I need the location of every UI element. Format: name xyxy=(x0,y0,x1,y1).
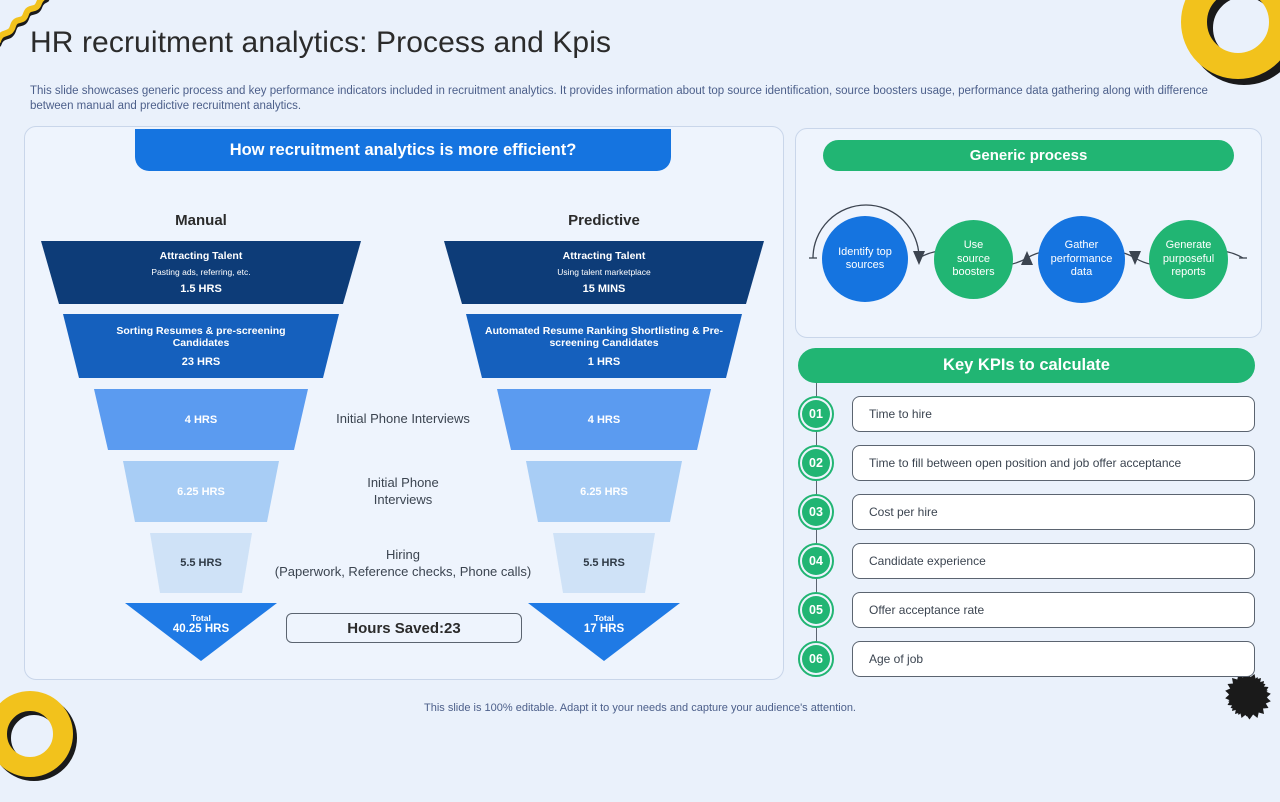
manual-total: Total 40.25 HRS xyxy=(125,603,277,643)
kpi-label-5[interactable]: Offer acceptance rate xyxy=(852,592,1255,628)
predictive-stage-4: 6.25 HRS xyxy=(526,461,682,522)
predictive-funnel-shapes xyxy=(444,241,764,661)
process-step-4-line2: purposeful xyxy=(1162,252,1215,265)
center-label-hiring: Hiring (Paperwork, Reference checks, Pho… xyxy=(253,546,553,580)
process-step-4-line1: Generate xyxy=(1165,239,1212,252)
kpi-badge-3: 03 xyxy=(798,494,834,530)
manual-total-value: 40.25 HRS xyxy=(172,623,230,635)
manual-stage-2-value: 23 HRS xyxy=(181,355,221,368)
kpi-label-6[interactable]: Age of job xyxy=(852,641,1255,677)
footer-note: This slide is 100% editable. Adapt it to… xyxy=(424,702,856,714)
kpi-label-4[interactable]: Candidate experience xyxy=(852,543,1255,579)
predictive-total-value: 17 HRS xyxy=(583,623,625,635)
column-title-predictive: Predictive xyxy=(568,212,640,229)
manual-stage-2: Sorting Resumes & pre-screening Candidat… xyxy=(63,314,339,378)
center-label-2-line1: Hiring xyxy=(386,547,420,562)
process-step-3-line3: data xyxy=(1070,266,1093,279)
kpi-badge-1: 01 xyxy=(798,396,834,432)
center-label-phone-interviews-2: Initial Phone Interviews xyxy=(253,474,553,508)
manual-stage-2-title: Sorting Resumes & pre-screening Candidat… xyxy=(116,324,286,350)
predictive-stage-2-value: 1 HRS xyxy=(587,355,621,368)
kpi-label-1[interactable]: Time to hire xyxy=(852,396,1255,432)
predictive-stage-3-value: 4 HRS xyxy=(587,413,621,426)
kpi-label-3[interactable]: Cost per hire xyxy=(852,494,1255,530)
predictive-stage-1-title: Attracting Talent xyxy=(562,249,646,262)
process-step-2-line1: Use xyxy=(963,239,984,252)
page-subtitle: This slide showcases generic process and… xyxy=(30,85,1208,112)
manual-stage-1-subtitle: Pasting ads, referring, etc. xyxy=(151,267,251,278)
kpi-badge-2: 02 xyxy=(798,445,834,481)
manual-total-label: Total xyxy=(191,613,211,623)
manual-stage-1: Attracting Talent Pasting ads, referring… xyxy=(41,241,361,304)
predictive-stage-5-value: 5.5 HRS xyxy=(583,557,625,569)
kpi-number-4: 04 xyxy=(802,547,830,575)
process-step-1-line2: sources xyxy=(845,259,885,271)
predictive-stage-1-value: 15 MINS xyxy=(582,283,626,296)
kpi-badge-6: 06 xyxy=(798,641,834,677)
center-label-0-text: Initial Phone Interviews xyxy=(336,411,470,426)
process-step-4-line3: reports xyxy=(1171,266,1206,279)
manual-stage-4-value: 6.25 HRS xyxy=(177,485,225,498)
center-label-2-line2: (Paperwork, Reference checks, Phone call… xyxy=(274,564,532,579)
manual-funnel-shapes xyxy=(41,241,361,661)
generic-process-banner: Generic process xyxy=(823,140,1234,171)
manual-stage-4: 6.25 HRS xyxy=(123,461,279,522)
process-step-3-line2: performance xyxy=(1050,252,1113,265)
center-label-1-line1: Initial Phone xyxy=(367,475,439,490)
kpi-number-3: 03 xyxy=(802,498,830,526)
process-step-1-line1: Identify top xyxy=(838,245,892,258)
kpi-number-1: 01 xyxy=(802,400,830,428)
predictive-stage-4-value: 6.25 HRS xyxy=(580,485,628,498)
manual-stage-3-value: 4 HRS xyxy=(184,413,218,426)
manual-stage-5-value: 5.5 HRS xyxy=(180,557,222,569)
process-step-3-line1: Gather xyxy=(1064,239,1099,252)
process-step-2-line3: boosters xyxy=(952,266,995,279)
hours-saved-box: Hours Saved:23 xyxy=(286,613,522,643)
manual-stage-1-value: 1.5 HRS xyxy=(180,283,222,296)
process-step-2-line2: source xyxy=(956,252,990,265)
predictive-stage-1-subtitle: Using talent marketplace xyxy=(557,267,651,278)
predictive-stage-5: 5.5 HRS xyxy=(553,533,655,593)
kpi-panel-banner: Key KPIs to calculate xyxy=(798,348,1255,383)
predictive-stage-3: 4 HRS xyxy=(497,389,711,450)
kpi-number-6: 06 xyxy=(802,645,830,673)
process-step-2: Use source boosters xyxy=(934,220,1013,299)
predictive-total-label: Total xyxy=(594,613,614,623)
manual-stage-1-title: Attracting Talent xyxy=(159,249,243,262)
predictive-total: Total 17 HRS xyxy=(528,603,680,643)
center-label-phone-interviews-1: Initial Phone Interviews xyxy=(253,410,553,427)
predictive-stage-2-title: Automated Resume Ranking Shortlisting & … xyxy=(484,324,724,350)
ring-decoration-bottom-left-icon xyxy=(0,691,77,781)
manual-stage-3: 4 HRS xyxy=(94,389,308,450)
predictive-stage-1: Attracting Talent Using talent marketpla… xyxy=(444,241,764,304)
page-title: HR recruitment analytics: Process and Kp… xyxy=(30,26,612,59)
kpi-label-2[interactable]: Time to fill between open position and j… xyxy=(852,445,1255,481)
manual-stage-5: 5.5 HRS xyxy=(150,533,252,593)
predictive-stage-2: Automated Resume Ranking Shortlisting & … xyxy=(466,314,742,378)
process-step-1: Identify top sources xyxy=(822,216,908,302)
column-title-manual: Manual xyxy=(175,212,227,229)
center-label-1-line2: Interviews xyxy=(373,492,433,507)
process-step-4: Generate purposeful reports xyxy=(1149,220,1228,299)
kpi-number-5: 05 xyxy=(802,596,830,624)
kpi-number-2: 02 xyxy=(802,449,830,477)
process-step-3: Gather performance data xyxy=(1038,216,1125,303)
funnel-panel-banner: How recruitment analytics is more effici… xyxy=(135,129,671,171)
kpi-badge-5: 05 xyxy=(798,592,834,628)
kpi-badge-4: 04 xyxy=(798,543,834,579)
